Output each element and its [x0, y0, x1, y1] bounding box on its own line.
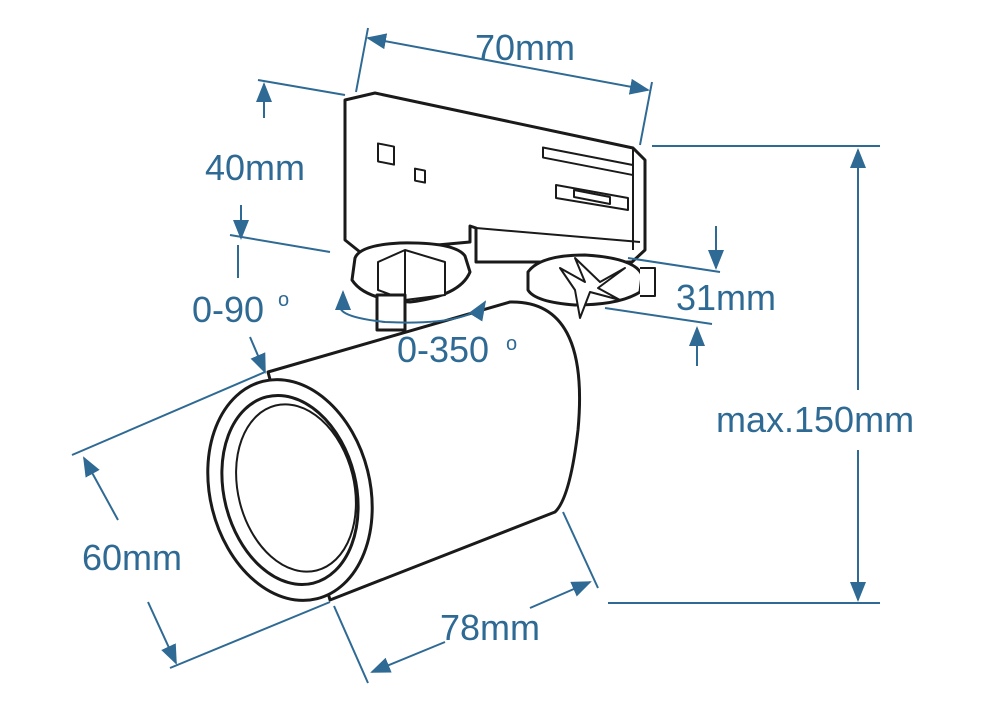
label-rotation-angle: 0-350 — [397, 329, 489, 370]
label-adapter-height: 40mm — [205, 147, 305, 188]
dim-width-top: 70mm — [355, 27, 653, 146]
dim-adapter-height: 40mm — [205, 79, 346, 253]
label-tilt-degree: o — [278, 289, 289, 311]
locking-knob — [526, 253, 656, 319]
label-head-length: 78mm — [440, 607, 540, 648]
dim-head-length: 78mm — [333, 511, 599, 684]
rotation-joint — [350, 241, 472, 332]
label-rotation-degree: o — [506, 333, 517, 355]
adapter-slot — [542, 146, 634, 177]
dim-head-diameter: 60mm — [71, 371, 331, 669]
label-max-height: max.150mm — [716, 399, 914, 440]
dim-max-height: max.150mm — [608, 145, 914, 604]
dim-rotation: 0-350 o — [335, 290, 517, 370]
label-width-top: 70mm — [475, 27, 575, 68]
dim-tilt: 0-90 o — [192, 245, 289, 374]
spotlight-head — [206, 300, 582, 602]
label-head-diameter: 60mm — [82, 537, 182, 578]
track-adapter-body — [343, 91, 647, 264]
label-tilt-angle: 0-90 — [192, 289, 264, 330]
label-knob-height: 31mm — [676, 277, 776, 318]
dim-knob-height: 31mm — [604, 226, 776, 366]
